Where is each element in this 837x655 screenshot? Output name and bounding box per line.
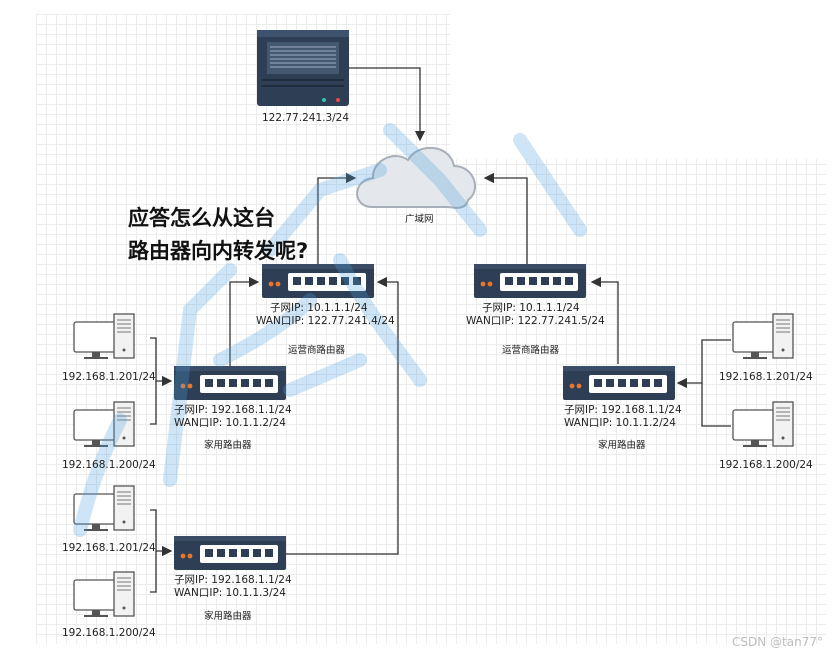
- home-left-bottom-subnet-ip: 子网IP: 192.168.1.1/24: [174, 574, 292, 586]
- home-left-bottom-wan-ip: WAN口IP: 10.1.1.3/24: [174, 587, 286, 599]
- pc-left-1-ip: 192.168.1.201/24: [62, 371, 156, 383]
- question-line-1: 应答怎么从这台: [128, 206, 275, 230]
- isp-router-right-icon: [474, 264, 586, 298]
- isp-left-name: 运营商路由器: [288, 345, 346, 356]
- isp-right-name: 运营商路由器: [502, 345, 560, 356]
- isp-left-wan-ip: WAN口IP: 122.77.241.4/24: [256, 315, 395, 327]
- isp-left-subnet-ip: 子网IP: 10.1.1.1/24: [270, 302, 368, 314]
- home-left-top-subnet-ip: 子网IP: 192.168.1.1/24: [174, 404, 292, 416]
- home-router-right-icon: [563, 366, 675, 400]
- pc-left-1-icon: [73, 313, 135, 360]
- server-ip-label: 122.77.241.3/24: [262, 112, 350, 124]
- home-right-wan-ip: WAN口IP: 10.1.1.2/24: [564, 417, 676, 429]
- pc-right-2-icon: [732, 401, 794, 448]
- home-left-bottom-name: 家用路由器: [204, 611, 252, 622]
- home-router-left-top-icon: [174, 366, 286, 400]
- pc-left-3-icon: [73, 485, 135, 532]
- isp-right-wan-ip: WAN口IP: 122.77.241.5/24: [466, 315, 605, 327]
- isp-router-left-icon: [262, 264, 374, 298]
- pc-left-3-ip: 192.168.1.201/24: [62, 542, 156, 554]
- home-right-name: 家用路由器: [598, 440, 646, 451]
- pc-left-2-icon: [73, 401, 135, 448]
- isp-right-subnet-ip: 子网IP: 10.1.1.1/24: [482, 302, 580, 314]
- pc-right-1-icon: [732, 313, 794, 360]
- pc-right-1-ip: 192.168.1.201/24: [719, 371, 813, 383]
- blank-area: [450, 14, 830, 159]
- home-router-left-bottom-icon: [174, 536, 286, 570]
- pc-left-4-ip: 192.168.1.200/24: [62, 627, 156, 639]
- home-right-subnet-ip: 子网IP: 192.168.1.1/24: [564, 404, 682, 416]
- pc-left-2-ip: 192.168.1.200/24: [62, 459, 156, 471]
- csdn-credit: CSDN @tan77°: [732, 635, 823, 649]
- home-left-top-name: 家用路由器: [204, 440, 252, 451]
- cloud-label: 广域网: [405, 214, 434, 225]
- server-icon: [257, 30, 349, 106]
- pc-left-4-icon: [73, 571, 135, 618]
- pc-right-2-ip: 192.168.1.200/24: [719, 459, 813, 471]
- cloud-icon: [356, 146, 476, 209]
- home-left-top-wan-ip: WAN口IP: 10.1.1.2/24: [174, 417, 286, 429]
- question-line-2: 路由器向内转发呢?: [128, 239, 309, 263]
